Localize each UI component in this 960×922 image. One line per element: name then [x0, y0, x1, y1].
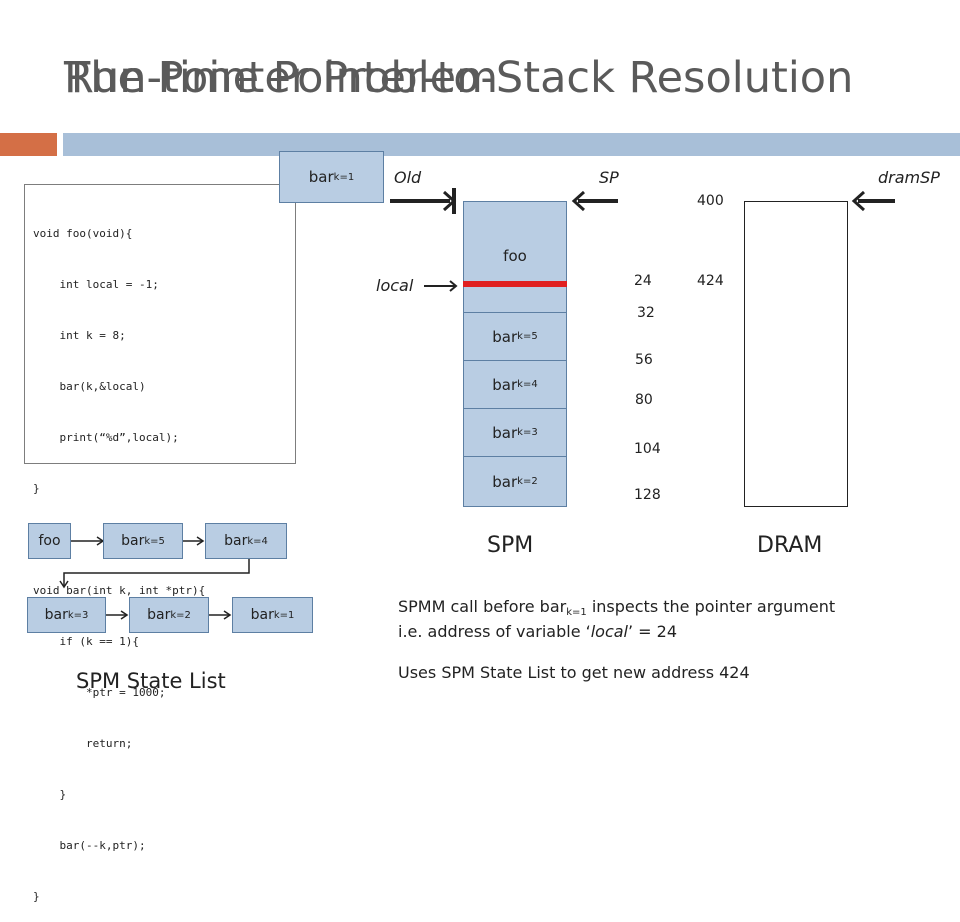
state-list-label: bar: [121, 533, 145, 549]
code-line: print(“%d”,local);: [33, 431, 179, 444]
code-line: }: [33, 482, 40, 495]
code-listing: void foo(void){ int local = -1; int k = …: [24, 184, 296, 903]
code-line: int k = 8;: [33, 329, 126, 342]
explanation-italic: local: [590, 622, 628, 641]
state-list-sub: k=2: [170, 609, 191, 621]
state-list-sub: k=1: [273, 609, 295, 621]
state-list-arrows: [59, 536, 250, 620]
spm-address: 80: [635, 392, 653, 408]
code-line: bar(k,&local): [33, 380, 146, 393]
spm-label: SPM: [487, 533, 534, 558]
local-arrow: [424, 280, 458, 292]
callout-sub: k=1: [333, 171, 355, 183]
spm-frame-label: foo: [503, 247, 527, 265]
code-line: }: [33, 788, 67, 801]
code-line: bar(--k,ptr);: [33, 839, 146, 852]
code-line: }: [33, 890, 40, 903]
spm-address: 56: [635, 352, 653, 368]
spm-frame-sub: k=5: [517, 331, 538, 342]
dram-block: [744, 201, 848, 507]
code-line: *ptr = 1000;: [33, 686, 166, 699]
title-underline: [63, 133, 960, 156]
explanation-sub: k=1: [566, 607, 587, 618]
explanation-text: SPMM call before bar: [398, 597, 567, 616]
state-list-sub: k=3: [67, 609, 89, 621]
code-line: void bar(int k, int *ptr){: [33, 584, 206, 597]
dram-address: 400: [697, 193, 724, 209]
slide-title: Run-time Pointer-to-Stack Resolution: [64, 53, 854, 103]
old-sp-arrow: [390, 188, 457, 214]
spm-address: 128: [634, 487, 661, 503]
slide-title-previous: The Pointer Problem: [64, 53, 499, 103]
explanation-line-1: SPMM call before bark=1 inspects the poi…: [398, 597, 835, 618]
explanation-text: ’ = 24: [628, 622, 678, 641]
spm-address: 32: [637, 305, 655, 321]
state-list-label: bar: [224, 533, 248, 549]
dram-label: DRAM: [757, 533, 823, 558]
spm-frame-label: bar: [492, 472, 518, 491]
code-line: return;: [33, 737, 133, 750]
local-label: local: [376, 276, 414, 295]
code-line: int local = -1;: [33, 278, 159, 291]
code-line: if (k == 1){: [33, 635, 139, 648]
spm-frame-sub: k=2: [517, 476, 538, 487]
state-list-label: bar: [147, 607, 171, 623]
explanation-line-2: i.e. address of variable ‘local’ = 24: [398, 622, 677, 641]
state-list-caption: SPM State List: [76, 669, 226, 693]
explanation-line-3: Uses SPM State List to get new address 4…: [398, 663, 750, 682]
callout-label: bar: [308, 168, 334, 186]
spm-frame-label: bar: [492, 375, 518, 394]
spm-frame-foo: foo: [463, 201, 567, 313]
old-sp-label: Old: [394, 168, 422, 187]
spm-address: 104: [634, 441, 661, 457]
spm-frame-label: bar: [492, 327, 518, 346]
dram-address: 424: [697, 273, 724, 289]
spm-frame-sub: k=4: [517, 379, 538, 390]
sp-label: SP: [599, 168, 619, 187]
state-list-label: bar: [44, 607, 68, 623]
sp-arrow: [571, 190, 618, 212]
dram-sp-label: dramSP: [878, 168, 940, 187]
title-underline-accent: [0, 133, 57, 156]
spm-frame-sub: k=3: [517, 427, 538, 438]
explanation-text: inspects the pointer argument: [586, 597, 836, 616]
state-list-label: foo: [38, 533, 61, 549]
state-list-label: bar: [250, 607, 274, 623]
state-list-sub: k=5: [144, 535, 165, 547]
state-list-sub: k=4: [247, 535, 268, 547]
dram-sp-arrow: [851, 190, 895, 212]
state-list-foo: foo: [28, 523, 71, 559]
code-line: void foo(void){: [33, 227, 133, 240]
spm-frame-label: bar: [492, 423, 518, 442]
spm-address: 24: [634, 273, 652, 289]
local-variable-marker: [463, 281, 567, 287]
explanation-text: i.e. address of variable ‘: [398, 622, 591, 641]
arrows-layer: [59, 188, 895, 620]
